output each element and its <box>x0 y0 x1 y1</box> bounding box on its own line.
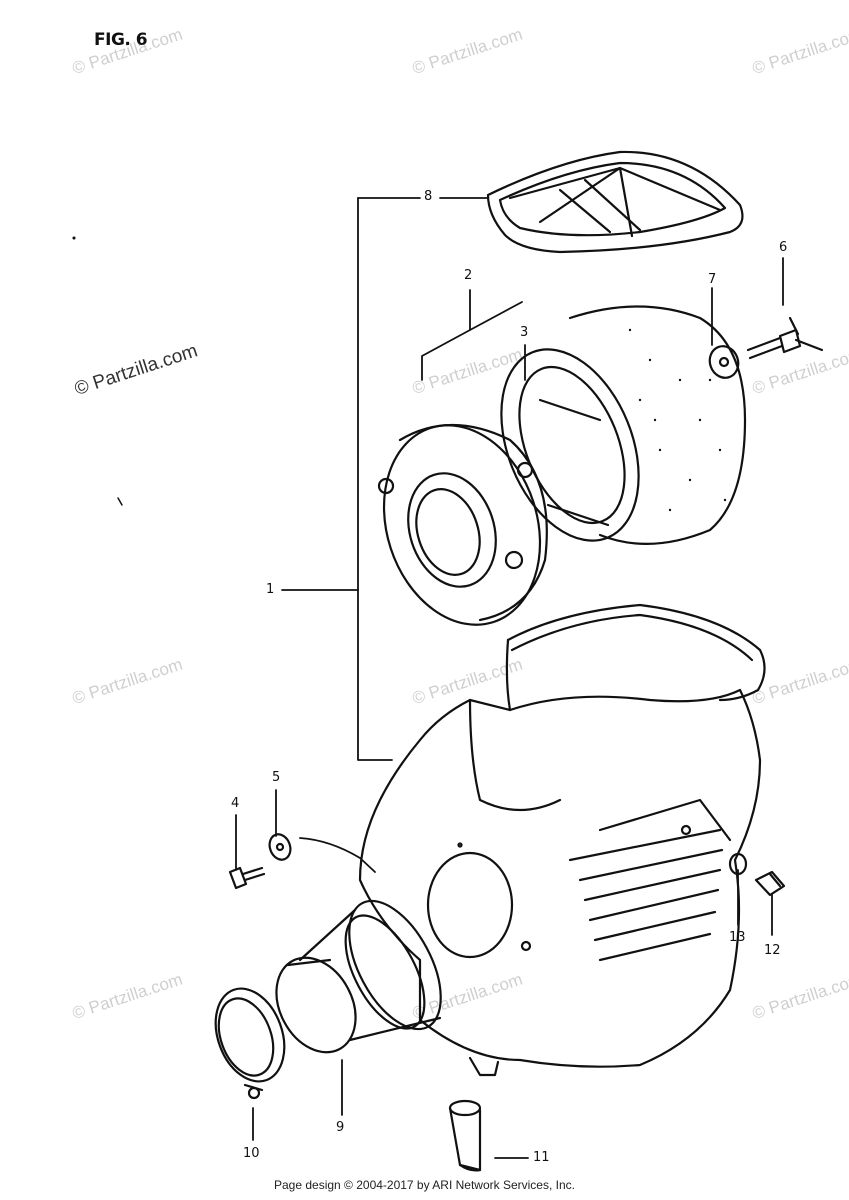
grommet-part-13 <box>728 852 748 876</box>
washer-part-7 <box>708 345 740 379</box>
air-cleaner-housing <box>358 603 766 1077</box>
leader-lines <box>235 197 784 1159</box>
part-number-10: 10 <box>243 1146 260 1161</box>
air-filter-cover-part-8 <box>486 150 744 254</box>
copyright-footer: Page design © 2004-2017 by ARI Network S… <box>273 1178 575 1192</box>
part-number-12: 12 <box>764 943 781 958</box>
filter-element-part-3 <box>500 305 747 545</box>
wing-bolt-part-6 <box>746 316 824 360</box>
part-number-1: 1 <box>266 582 275 597</box>
part-number-8: 8 <box>424 189 433 204</box>
clamp-part-10 <box>214 987 286 1100</box>
part-number-7: 7 <box>708 272 717 287</box>
washer-part-5 <box>268 833 292 861</box>
stray-marks <box>72 236 123 506</box>
part-number-6: 6 <box>779 240 788 255</box>
filter-plate-part-2 <box>377 424 548 626</box>
intake-funnel-part-9 <box>275 899 442 1054</box>
part-number-9: 9 <box>336 1120 345 1135</box>
bolt-part-4 <box>228 866 266 890</box>
part-number-13: 13 <box>729 930 746 945</box>
part-number-5: 5 <box>272 770 281 785</box>
part-number-3: 3 <box>520 325 529 340</box>
drain-tube-part-11 <box>448 1099 482 1172</box>
part-number-4: 4 <box>231 796 240 811</box>
part-number-11: 11 <box>533 1150 550 1165</box>
part-number-2: 2 <box>464 268 473 283</box>
figure-label: FIG. 6 <box>94 30 148 50</box>
bolt-part-12 <box>754 870 786 897</box>
